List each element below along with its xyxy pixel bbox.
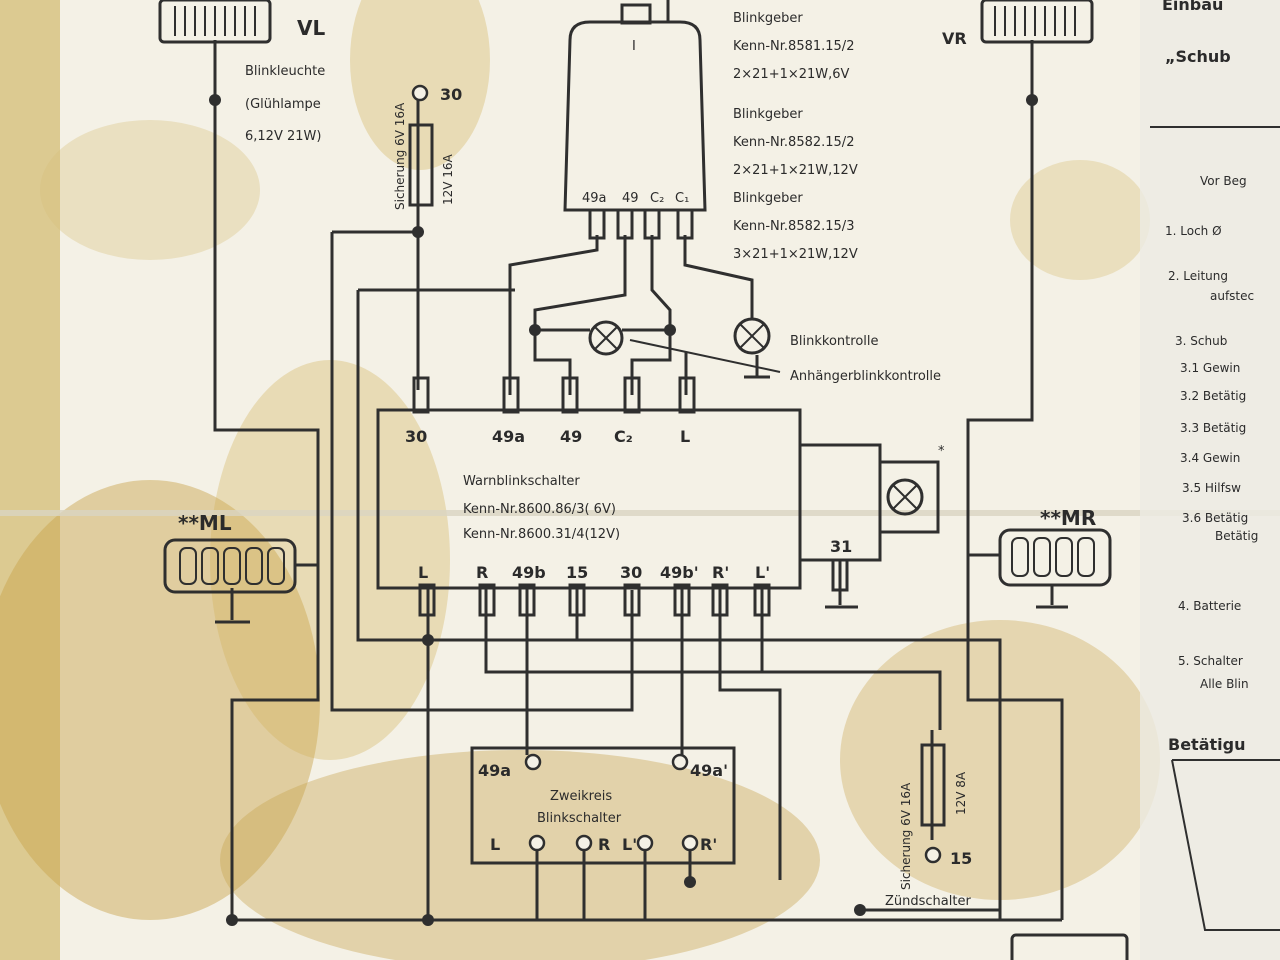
right-step-5b: Alle Blin	[1200, 677, 1249, 691]
fuse-1-text-a: Sicherung 6V 16A	[393, 102, 407, 210]
flasher-pin-c2: C₂	[650, 191, 664, 206]
lamp-ml-label: **ML	[178, 511, 232, 535]
hazard-code-1: Kenn-Nr.8600.86/3( 6V)	[463, 502, 616, 517]
two-circuit-out-r: R	[598, 835, 610, 854]
lamp-mr-label: **MR	[1040, 506, 1096, 530]
hazard-top-pin-c2: C₂	[614, 427, 633, 446]
lamp-ml	[163, 538, 297, 594]
flasher-pin-49a: 49a	[582, 191, 607, 206]
hazard-bottom-pin-r-prime: R'	[712, 563, 729, 582]
hazard-star: *	[938, 444, 945, 459]
fuse-2	[920, 743, 946, 864]
lamp-vl-label: VL	[297, 16, 325, 40]
flasher-v2-l3: 2×21+1×21W,12V	[733, 163, 858, 178]
right-head-1: Einbau	[1162, 0, 1223, 14]
two-circuit-out-r-prime: R'	[700, 835, 717, 854]
indicator-lamp-blink	[733, 317, 771, 355]
fuse-2-text-b: 12V 8A	[954, 771, 968, 815]
flasher-unit	[563, 0, 707, 240]
fuse-1-terminal: 30	[440, 85, 462, 104]
hazard-bottom-pin-49b-prime: 49b'	[660, 563, 699, 582]
flasher-v2-l2: Kenn-Nr.8582.15/2	[733, 135, 854, 150]
flasher-v1-l1: Blinkgeber	[733, 11, 803, 26]
fuse-2-text-a: Sicherung 6V 16A	[899, 782, 913, 890]
flasher-v3-l2: Kenn-Nr.8582.15/3	[733, 219, 854, 234]
hazard-name: Warnblinkschalter	[463, 474, 580, 489]
hazard-bottom-pin-30: 30	[620, 563, 642, 582]
ground-symbols	[215, 355, 1068, 624]
right-step-2: 2. Leitung	[1168, 269, 1228, 283]
right-step-3-3: 3.3 Betätig	[1180, 421, 1246, 435]
right-step-3-2: 3.2 Betätig	[1180, 389, 1246, 403]
right-step-3: 3. Schub	[1175, 334, 1227, 348]
fuse-1	[408, 84, 434, 207]
flasher-v3-l3: 3×21+1×21W,12V	[733, 247, 858, 262]
junction-nodes	[209, 94, 1038, 926]
indicator-blink-label: Blinkkontrolle	[790, 334, 879, 349]
two-circuit-in-49a-prime: 49a'	[690, 761, 728, 780]
right-step-3-1: 3.1 Gewin	[1180, 361, 1240, 375]
right-step-4: 4. Batterie	[1178, 599, 1241, 613]
hazard-ground-31: 31	[830, 537, 852, 556]
wires	[213, 40, 1064, 922]
lamp-vr-label: VR	[942, 29, 967, 48]
hazard-bottom-pin-r: R	[476, 563, 488, 582]
two-circuit-out-l-prime: L'	[622, 835, 637, 854]
flasher-pin-top: I	[632, 39, 636, 54]
right-step-3-6b: Betätig	[1215, 529, 1258, 543]
flasher-pin-49: 49	[622, 191, 639, 206]
right-step-3-5: 3.5 Hilfsw	[1182, 481, 1241, 495]
fuse-2-terminal: 15	[950, 849, 972, 868]
lamp-mr	[998, 528, 1112, 587]
lamp-vl	[158, 0, 272, 44]
hazard-top-pin-49a: 49a	[492, 427, 525, 446]
hazard-top-pin-49: 49	[560, 427, 582, 446]
lamp-caption-3: 6,12V 21W)	[245, 129, 321, 144]
indicator-trailer-label: Anhängerblinkkontrolle	[790, 369, 941, 384]
fuse-1-text-b: 12V 16A	[441, 153, 455, 205]
hazard-top-pin-l: L	[680, 427, 690, 446]
right-step-2b: aufstec	[1210, 289, 1254, 303]
right-step-3-4: 3.4 Gewin	[1180, 451, 1240, 465]
two-circuit-out-l: L	[490, 835, 500, 854]
right-page-fragment	[1150, 126, 1280, 931]
lamp-caption-1: Blinkleuchte	[245, 64, 325, 79]
lamp-caption-2: (Glühlampe	[245, 97, 321, 112]
right-step-3-6: 3.6 Betätig	[1182, 511, 1248, 525]
flasher-v1-l2: Kenn-Nr.8581.15/2	[733, 39, 854, 54]
right-step-1: 1. Loch Ø	[1165, 224, 1222, 238]
two-circuit-name-1: Zweikreis	[550, 789, 612, 804]
hazard-code-2: Kenn-Nr.8600.31/4(12V)	[463, 527, 620, 542]
lamp-vr	[980, 0, 1094, 44]
right-steps-title: Vor Beg	[1200, 174, 1247, 188]
flasher-v1-l3: 2×21+1×21W,6V	[733, 67, 850, 82]
indicator-lamp-trailer	[588, 320, 624, 356]
hazard-bottom-pin-15: 15	[566, 563, 588, 582]
two-circuit-name-2: Blinkschalter	[537, 811, 622, 826]
hazard-top-pin-30: 30	[405, 427, 427, 446]
flasher-v3-l1: Blinkgeber	[733, 191, 803, 206]
right-step-5: 5. Schalter	[1178, 654, 1243, 668]
hazard-bottom-pin-l-prime: L'	[755, 563, 770, 582]
right-head-2: „Schub	[1165, 47, 1231, 66]
two-circuit-switch	[470, 746, 736, 865]
flasher-v2-l1: Blinkgeber	[733, 107, 803, 122]
ignition-label: Zündschalter	[885, 894, 971, 909]
right-section: Betätigu	[1168, 735, 1245, 754]
two-circuit-in-49a: 49a	[478, 761, 511, 780]
hazard-switch	[376, 376, 940, 617]
hazard-bottom-pin-49b: 49b	[512, 563, 546, 582]
flasher-pin-c1: C₁	[675, 191, 689, 206]
lamp-hr-stub	[1010, 933, 1129, 960]
hazard-bottom-pin-l: L	[418, 563, 428, 582]
